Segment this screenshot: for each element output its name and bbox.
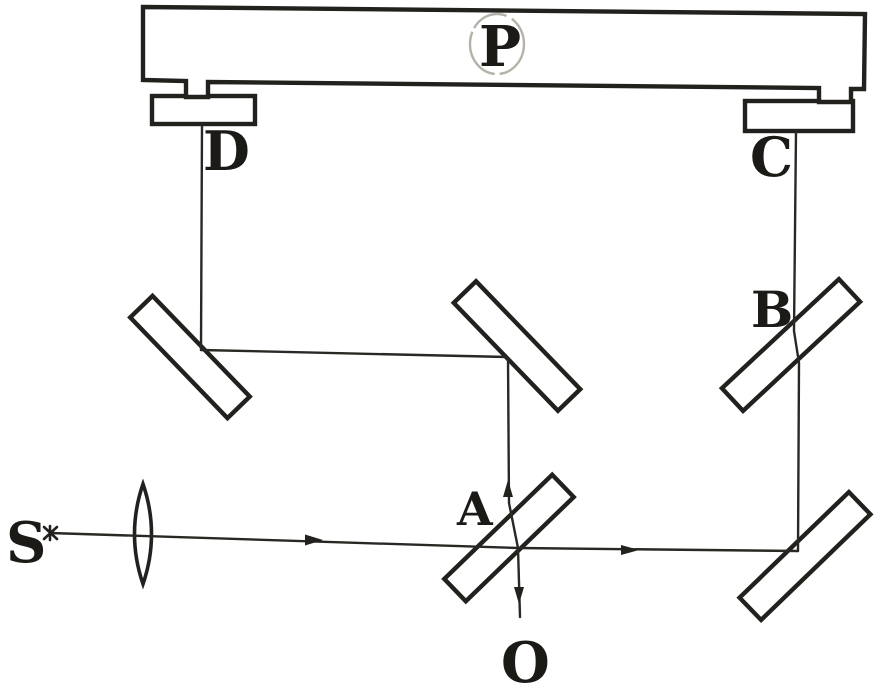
pencil-circle-around-p	[468, 12, 526, 76]
beam-a-to-right-mirror	[516, 546, 800, 553]
label-mirror-c: C	[750, 125, 793, 189]
beam-source-to-a	[48, 531, 520, 550]
arrow-down-icon	[514, 587, 524, 604]
mirror-right-45	[736, 488, 874, 624]
label-bar-p: P	[479, 14, 521, 80]
mirror-left-45	[127, 292, 253, 422]
mount-plate-c	[742, 98, 856, 134]
label-observer: O	[501, 630, 550, 690]
beam-a-to-center-mirror	[506, 356, 520, 550]
rigid-bar-p	[140, 4, 868, 105]
arrow-right-icon	[305, 534, 323, 546]
mount-plate-d	[149, 93, 258, 127]
label-mirror-d: D	[203, 119, 250, 183]
beam-left-mirror-to-d	[199, 122, 204, 352]
compensating-plate-b	[718, 275, 864, 415]
beam-center-to-left-mirror	[199, 348, 509, 359]
label-beamsplitter-a: A	[456, 482, 494, 536]
label-source: S	[6, 510, 46, 576]
arrow-up-icon	[503, 480, 513, 497]
beam-right-mirror-to-c	[792, 129, 801, 553]
label-plate-b: B	[751, 280, 793, 339]
arrow-right-icon	[621, 545, 639, 555]
lens-icon	[132, 478, 154, 590]
beam-a-to-observer	[516, 546, 522, 619]
source-point-icon	[42, 524, 59, 542]
mirror-center-45	[450, 278, 584, 414]
